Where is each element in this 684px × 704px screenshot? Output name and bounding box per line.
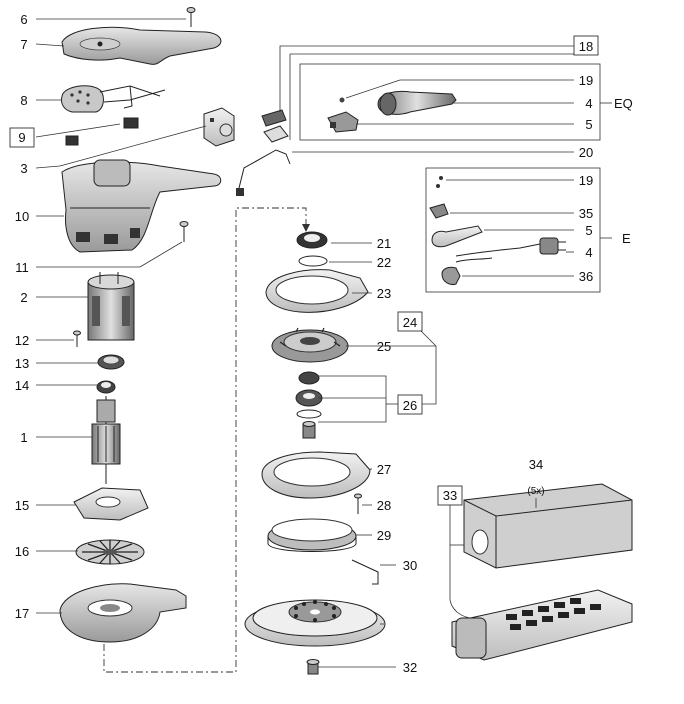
- label-5-eq: 5: [585, 117, 592, 132]
- label-eq: EQ: [614, 96, 633, 111]
- part-23-brake-ring: [265, 269, 369, 313]
- label-20: 20: [579, 145, 593, 160]
- part-21-bearing: [296, 231, 328, 249]
- leader-lines: [35, 18, 612, 668]
- label-4-eq: 4: [585, 96, 592, 111]
- part-15-bearing-holder: [73, 487, 149, 521]
- part-20-cable-clamp: [236, 149, 291, 196]
- label-7: 7: [20, 37, 27, 52]
- label-10: 10: [15, 209, 29, 224]
- part-1-rotor: [91, 396, 121, 484]
- label-box-9: [9, 127, 35, 148]
- label-box-18: [573, 35, 599, 56]
- label-34: 34: [529, 457, 543, 472]
- part-30-hex-key: [351, 559, 379, 585]
- part-16-fan: [75, 539, 145, 565]
- part-22-ring: [298, 255, 328, 267]
- part-27-pad-brake-housing: [261, 451, 371, 499]
- part-14-bearing: [96, 380, 116, 394]
- part-25-eccentric: [271, 327, 349, 363]
- label-30: 30: [403, 558, 417, 573]
- label-16: 16: [15, 544, 29, 559]
- label-1: 1: [20, 430, 27, 445]
- e-parts: [429, 176, 566, 285]
- part-34-filter-bag-pack: [463, 483, 633, 569]
- label-34-quantity: (5x): [527, 486, 544, 497]
- label-11: 11: [15, 260, 29, 275]
- label-22: 22: [377, 255, 391, 270]
- label-18: 18: [579, 39, 593, 54]
- label-35: 35: [579, 206, 593, 221]
- label-box-33: [437, 485, 463, 506]
- assembly-line: [103, 207, 307, 673]
- part-31-sanding-pad: [244, 599, 386, 647]
- label-9: 9: [18, 130, 25, 145]
- part-2-stator: [87, 272, 135, 341]
- part-18-cable-holder: [261, 109, 289, 143]
- label-19-e: 19: [579, 173, 593, 188]
- eq-kit-box: [299, 63, 601, 141]
- part-6-screw: [186, 7, 196, 27]
- part-9-switch-buttons: [65, 117, 139, 146]
- part-3-electronic-module: [203, 107, 235, 147]
- label-14: 14: [15, 378, 29, 393]
- part-33-dust-container: [451, 589, 633, 661]
- label-26: 26: [403, 398, 417, 413]
- label-28: 28: [377, 498, 391, 513]
- label-19-eq: 19: [579, 73, 593, 88]
- label-24: 24: [403, 315, 417, 330]
- label-13: 13: [15, 356, 29, 371]
- label-36: 36: [579, 269, 593, 284]
- label-23: 23: [377, 286, 391, 301]
- label-e: E: [622, 231, 631, 246]
- part-11-screw: [179, 221, 189, 242]
- e-kit-box: [425, 167, 601, 293]
- label-4-e: 4: [585, 245, 592, 260]
- part-26-bearing-set: [295, 371, 323, 439]
- label-27: 27: [377, 462, 391, 477]
- part-8-switch-assembly: [61, 85, 166, 113]
- label-32: 32: [403, 660, 417, 675]
- label-33: 33: [443, 488, 457, 503]
- label-2: 2: [20, 290, 27, 305]
- label-12: 12: [15, 333, 29, 348]
- label-box-24: [397, 311, 423, 332]
- label-5-e: 5: [585, 223, 592, 238]
- part-28-screw: [354, 493, 362, 514]
- part-10-housing: [61, 159, 222, 253]
- label-25: 25: [377, 339, 391, 354]
- part-29-seal-ring: [267, 518, 357, 552]
- label-8: 8: [20, 93, 27, 108]
- part-12-screw: [73, 330, 81, 347]
- label-15: 15: [15, 498, 29, 513]
- eq-parts: [327, 90, 457, 133]
- part-17-base-housing: [59, 583, 187, 643]
- label-21: 21: [377, 236, 391, 251]
- label-3: 3: [20, 161, 27, 176]
- label-29: 29: [377, 528, 391, 543]
- part-32-screw: [306, 659, 320, 675]
- label-6: 6: [20, 12, 27, 27]
- part-13-bearing-cap: [97, 354, 125, 370]
- label-17: 17: [15, 606, 29, 621]
- label-box-26: [397, 394, 423, 415]
- part-7-top-cover: [61, 26, 222, 65]
